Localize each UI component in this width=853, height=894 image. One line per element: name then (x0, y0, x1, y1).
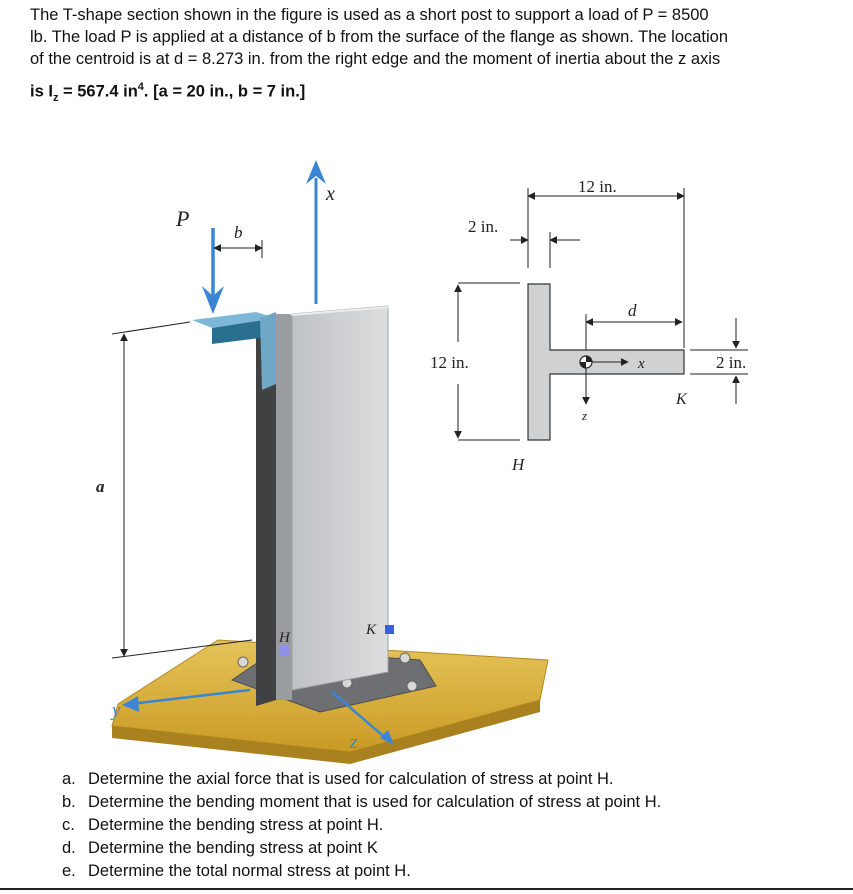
label-p: P (175, 206, 189, 231)
label-y: y (110, 700, 121, 721)
label-z-post: z (349, 732, 358, 753)
problem-statement: The T-shape section shown in the figure … (30, 4, 830, 109)
label-h-section: H (511, 455, 526, 474)
question-item: b.Determine the bending moment that is u… (62, 793, 662, 811)
problem-line-3: of the centroid is at d = 8.273 in. from… (30, 50, 721, 68)
load-bracket (192, 312, 276, 390)
question-item: d.Determine the bending stress at point … (62, 839, 378, 857)
dim-top-12in: 12 in. (578, 177, 617, 196)
x-axis-arrow-icon (306, 160, 326, 184)
label-h-post: H (278, 630, 291, 646)
label-k-section: K (675, 391, 688, 408)
dim-web-2in: 2 in. (468, 217, 498, 236)
given-values: is Iz = 567.4 in4. [a = 20 in., b = 7 in… (30, 81, 306, 104)
dim-d: d (628, 301, 637, 320)
question-item: a.Determine the axial force that is used… (62, 770, 614, 788)
load-arrow-icon (202, 286, 224, 314)
label-z-section: z (581, 408, 587, 423)
label-b: b (234, 223, 243, 242)
axis-arrows (122, 160, 394, 745)
label-k-post: K (365, 622, 377, 638)
y-axis-arrow-icon (122, 696, 139, 712)
question-item: c.Determine the bending stress at point … (62, 816, 384, 834)
question-item: e.Determine the total normal stress at p… (62, 862, 411, 880)
label-a: a (96, 477, 105, 496)
a-dimension (111, 321, 253, 659)
question-list: a.Determine the axial force that is used… (62, 768, 661, 883)
z-axis-arrow-icon (380, 730, 394, 745)
dim-flange-2in: 2 in. (716, 353, 746, 372)
point-h-marker (280, 646, 289, 655)
t-post (256, 305, 394, 706)
t-cross-section (454, 188, 748, 441)
bottom-rule (0, 888, 853, 890)
label-x-section: x (637, 356, 645, 372)
label-x-post: x (325, 183, 335, 205)
b-dimension (213, 240, 263, 258)
problem-line-1: The T-shape section shown in the figure … (30, 6, 709, 24)
point-k-marker (385, 625, 394, 634)
problem-line-2: lb. The load P is applied at a distance … (30, 28, 729, 46)
dim-height-12in: 12 in. (430, 353, 469, 372)
